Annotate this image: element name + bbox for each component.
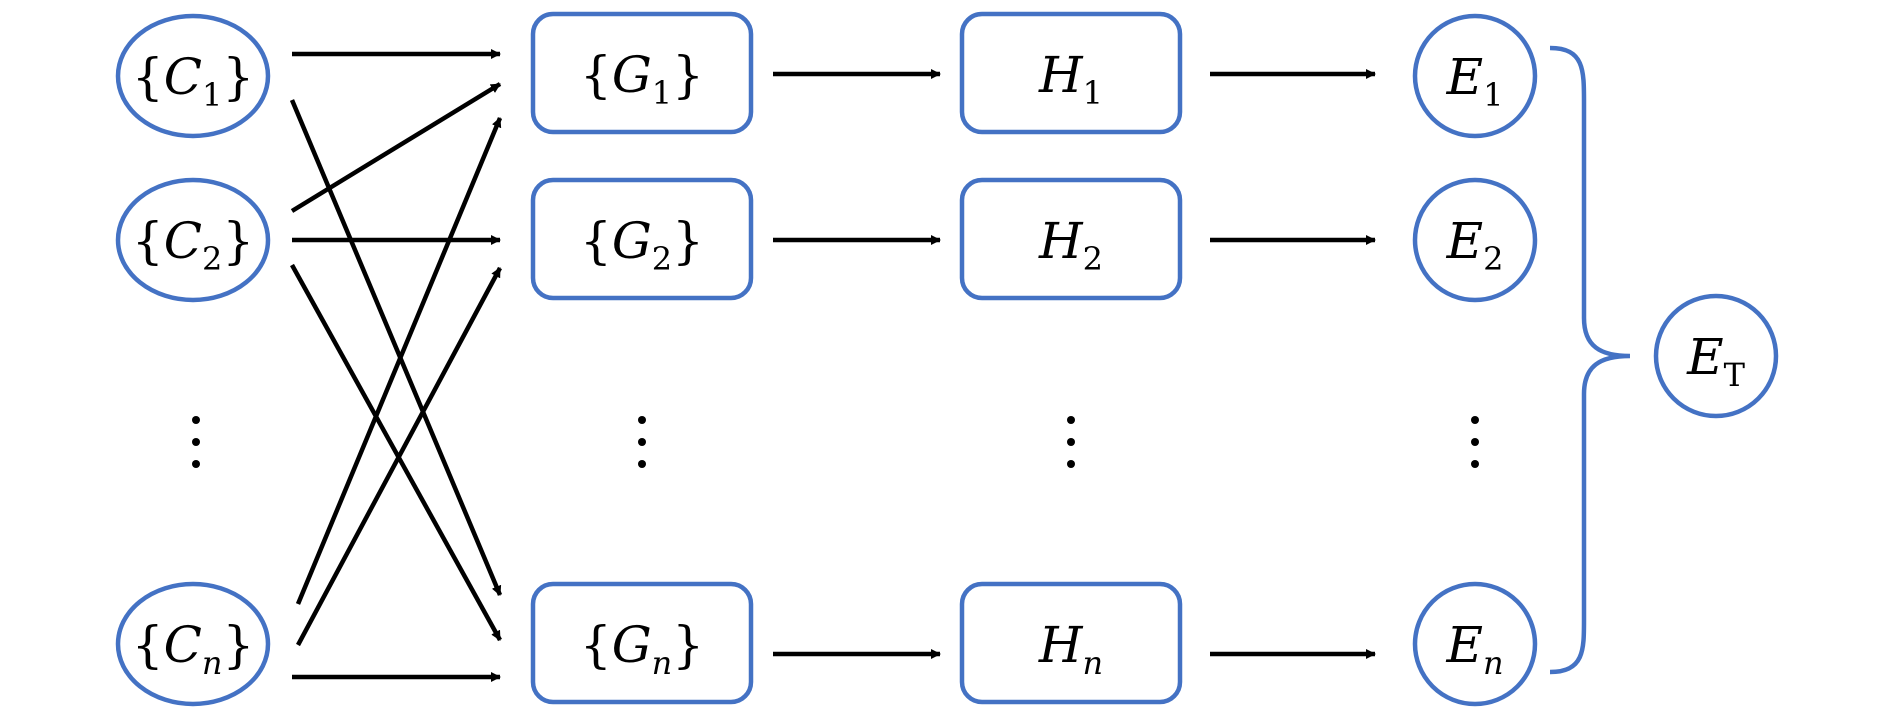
svg-text:H1: H1 — [1038, 46, 1103, 112]
svg-text:En: En — [1445, 616, 1503, 682]
svg-text:ET: ET — [1686, 328, 1746, 394]
node-h1: H1 — [959, 11, 1183, 135]
vertical-dots-icon — [1067, 416, 1075, 468]
svg-text:{C1}: {C1} — [132, 48, 254, 114]
edge-cn-to-g2 — [296, 266, 502, 647]
svg-text:{Cn}: {Cn} — [132, 616, 255, 682]
svg-text:E2: E2 — [1446, 212, 1504, 278]
vertical-dots-icon — [1471, 416, 1479, 468]
edges — [289, 49, 1376, 682]
node-e-total: ET — [1653, 293, 1779, 419]
svg-text:{G1}: {G1} — [580, 46, 704, 112]
svg-text:Hn: Hn — [1038, 616, 1103, 682]
node-gn: {Gn} — [530, 581, 754, 705]
edge-c2-to-g1 — [290, 82, 502, 213]
edge-c1-to-gn — [289, 99, 503, 596]
node-e2: E2 — [1412, 177, 1538, 303]
node-h2: H2 — [959, 177, 1183, 301]
svg-text:{C2}: {C2} — [132, 212, 254, 278]
edge-cn-to-g1 — [295, 117, 503, 605]
node-c1: {C1} — [115, 13, 271, 139]
node-e1: E1 — [1412, 13, 1538, 139]
node-en: En — [1412, 581, 1538, 707]
svg-text:H2: H2 — [1038, 212, 1103, 278]
node-cn: {Cn} — [115, 581, 271, 707]
node-g2: {G2} — [530, 177, 754, 301]
curly-brace — [1549, 45, 1631, 675]
node-hn: Hn — [959, 581, 1183, 705]
svg-text:{Gn}: {Gn} — [580, 616, 704, 682]
node-g1: {G1} — [530, 11, 754, 135]
vertical-dots-icon — [192, 416, 200, 468]
edge-c2-to-gn — [290, 263, 502, 642]
svg-text:E1: E1 — [1446, 48, 1504, 114]
svg-text:{G2}: {G2} — [580, 212, 704, 278]
vertical-dots-icon — [638, 416, 646, 468]
node-c2: {C2} — [115, 177, 271, 303]
